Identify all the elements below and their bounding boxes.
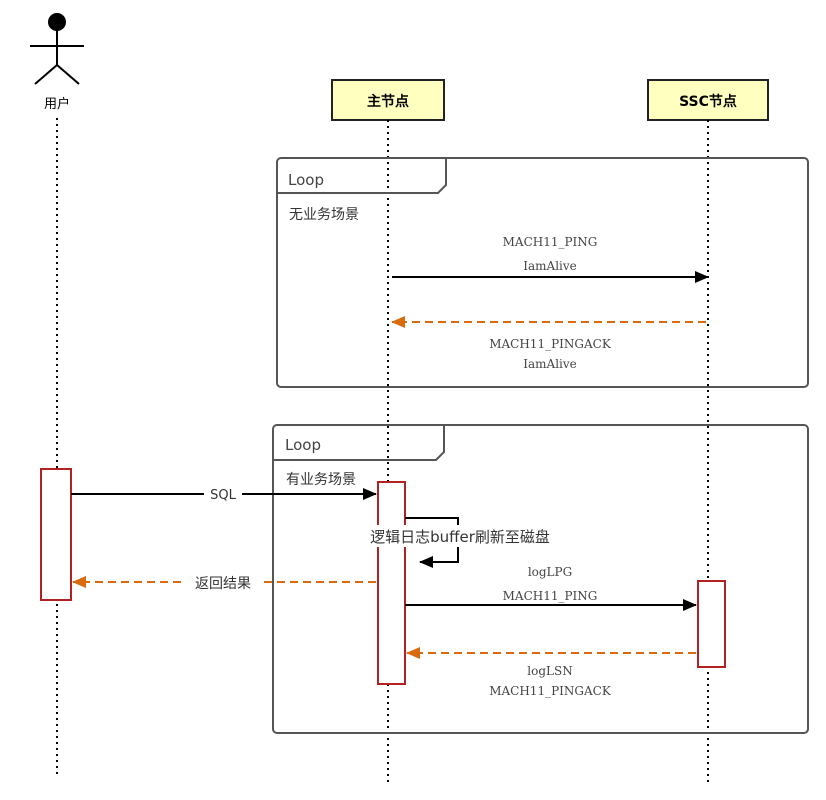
actor-head <box>48 13 66 31</box>
sql-message-label: SQL <box>210 488 236 503</box>
loop-2-condition: 有业务场景 <box>286 472 356 488</box>
loop-1-request-label-2: IamAlive <box>523 259 577 273</box>
loop-1-reply-label-2: IamAlive <box>523 357 577 371</box>
return-result-label: 返回结果 <box>195 576 251 592</box>
sql-message: SQL <box>71 486 377 503</box>
self-call-message: 逻辑日志buffer刷新至磁盘 <box>350 517 570 568</box>
actor-left-leg <box>34 64 58 85</box>
activation-user <box>40 468 72 601</box>
loop-frame-2: Loop 有业务场景 <box>272 424 809 734</box>
actor-user: 用户 <box>30 13 84 112</box>
actor-label: 用户 <box>44 96 70 112</box>
loop-2-reply-label-2: MACH11_PINGACK <box>489 684 612 698</box>
loop-frame-1: Loop 无业务场景 <box>276 157 809 388</box>
participant-main-label: 主节点 <box>367 93 409 110</box>
participant-main: 主节点 <box>331 79 445 121</box>
loop-1-reply-message: MACH11_PINGACK IamAlive <box>391 316 706 371</box>
self-call-label: 逻辑日志buffer刷新至磁盘 <box>370 528 550 546</box>
activation-main <box>377 481 406 685</box>
participant-ssc: SSC节点 <box>647 79 769 121</box>
loop-1-request-message: MACH11_PING IamAlive <box>392 235 709 283</box>
loop-1-condition: 无业务场景 <box>289 207 359 223</box>
loop-2-reply-message: logLSN MACH11_PINGACK <box>406 647 696 698</box>
loop-2-request-message: logLPG MACH11_PING <box>405 565 697 611</box>
loop-2-keyword: Loop <box>285 436 321 454</box>
participant-ssc-label: SSC节点 <box>679 93 737 110</box>
actor-right-leg <box>56 64 80 85</box>
loop-1-keyword: Loop <box>288 171 324 189</box>
loop-2-request-label-1: logLPG <box>528 565 572 579</box>
activation-ssc <box>697 580 726 668</box>
loop-1-request-label-1: MACH11_PING <box>503 235 598 249</box>
loop-2-reply-label-1: logLSN <box>527 664 572 678</box>
return-result-message: 返回结果 <box>72 573 376 592</box>
loop-1-reply-label-1: MACH11_PINGACK <box>489 337 612 351</box>
loop-2-request-label-2: MACH11_PING <box>503 589 598 603</box>
